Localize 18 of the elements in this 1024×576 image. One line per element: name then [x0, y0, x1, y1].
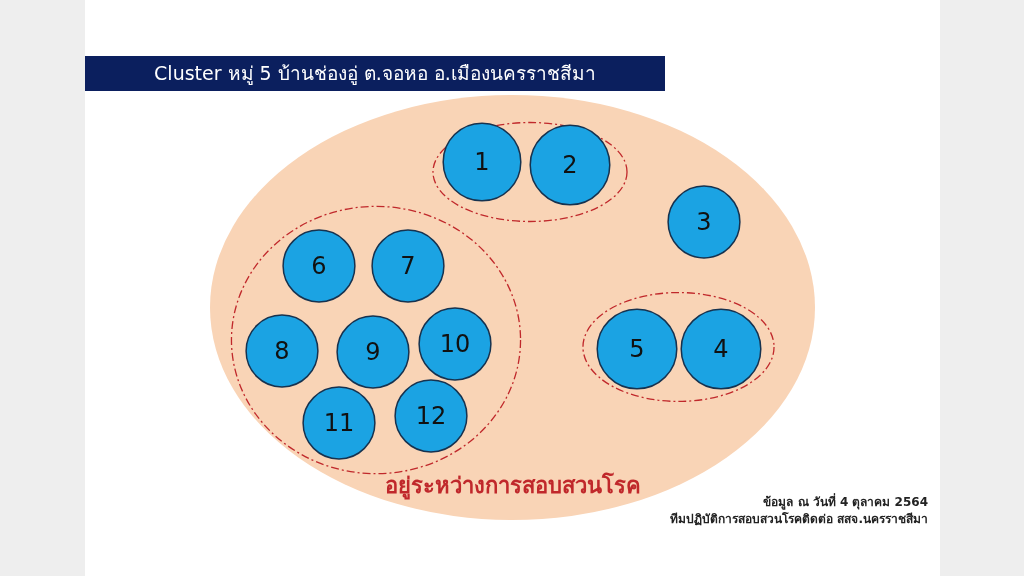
- case-circle: 10: [418, 307, 492, 381]
- case-circle: 5: [596, 308, 678, 390]
- source-note: ทีมปฏิบัติการสอบสวนโรคติดต่อ สสจ.นครราชสีมา: [670, 511, 928, 528]
- case-circle: 3: [667, 185, 741, 259]
- case-circle: 8: [245, 314, 319, 388]
- source-note: ข้อมูล ณ วันที่ 4 ตุลาคม 2564: [763, 492, 928, 511]
- case-circle: 11: [302, 386, 376, 460]
- case-circle: 9: [336, 315, 410, 389]
- dashed-group-ellipse: [582, 292, 775, 402]
- case-circle: 12: [394, 379, 468, 453]
- dashed-group-ellipse: [432, 122, 628, 222]
- case-circle: 7: [371, 229, 445, 303]
- title-banner: Cluster หมู่ 5 บ้านช่องอู่ ต.จอหอ อ.เมืองนครราชสีมา: [85, 56, 665, 91]
- case-circle: 1: [442, 122, 522, 202]
- case-circle: 4: [680, 308, 762, 390]
- status-text: อยู่ระหว่างการสอบสวนโรค: [385, 471, 641, 502]
- case-circle: 6: [282, 229, 356, 303]
- case-circle: 2: [529, 124, 611, 206]
